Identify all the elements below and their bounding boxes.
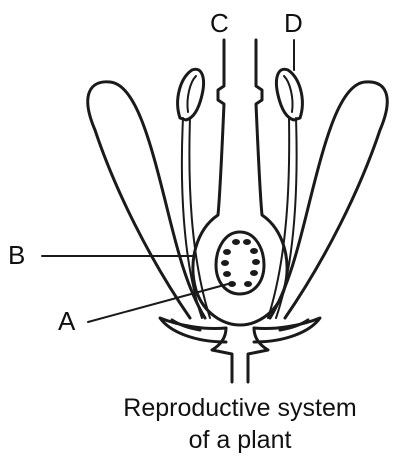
right-anther [276, 69, 302, 120]
left-anther [178, 69, 204, 120]
left-petal [88, 82, 205, 318]
label-c: C [210, 8, 229, 38]
label-a: A [58, 306, 76, 336]
ovules [221, 239, 260, 287]
pistil [193, 40, 287, 325]
label-b: B [8, 240, 25, 270]
caption-line-1: Reproductive system [123, 394, 356, 422]
receptacle [212, 328, 268, 382]
caption-line-2: of a plant [189, 426, 292, 454]
label-d: D [284, 8, 303, 38]
pointer-line-a [88, 284, 228, 322]
left-anther-line [187, 76, 196, 112]
right-anther-line [284, 76, 293, 112]
